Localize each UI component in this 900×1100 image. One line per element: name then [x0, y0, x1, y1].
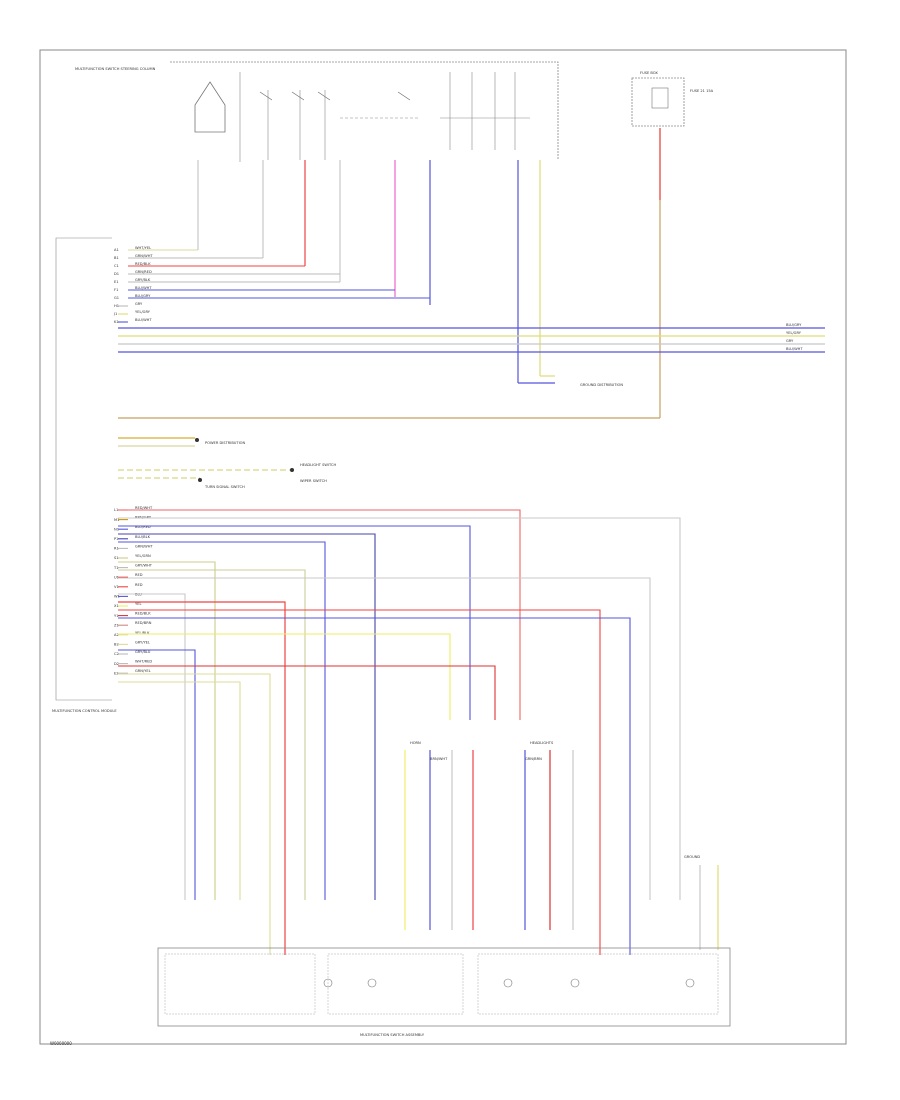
pin-id: Z1 [114, 623, 119, 627]
pin-id: P1 [114, 537, 118, 541]
pin-color-label: BLU/GRY [135, 294, 151, 298]
top-pin-group: A1WHT/YELB1GRN/WHTC1RED/BLKD1GRN/REDE1GR… [113, 246, 430, 324]
right-output-label: GRY [786, 339, 794, 343]
pin-id: E1 [114, 280, 119, 284]
pin-color-label: RED/WHT [135, 506, 153, 510]
pin-color-label: GRN/YEL [135, 669, 151, 673]
pin-id: D1 [114, 272, 119, 276]
pin-color-label: GRY/WHT [135, 564, 153, 568]
fuse-box-label: FUSE BOX [640, 71, 658, 75]
note-power: POWER DISTRIBUTION [205, 441, 245, 445]
right-ground: GROUND [684, 855, 719, 950]
pin-id: J1 [113, 312, 117, 316]
pin-id: W1 [114, 595, 120, 599]
pin-id: N1 [114, 527, 119, 531]
pin-id: C2 [114, 652, 119, 656]
outer-border [39, 49, 847, 1045]
pin-color-label: YEL/GRY [135, 310, 151, 314]
pin-color-label: RED/BLK [135, 612, 151, 616]
pin-color-label: RED/BLK [135, 262, 151, 266]
right-buses [118, 327, 825, 419]
multifunction-switch: MULTIFUNCTION SWITCH STEERING COLUMN [75, 61, 559, 162]
fuse-box: FUSE BOX FUSE 21 15A [631, 71, 714, 127]
pin-color-label: GRY/YEL [135, 640, 150, 644]
pin-color-label: WHT/RED [135, 660, 152, 664]
middle-group: HORN HEADLIGHTS BRN/WHT GRN/BRN [404, 741, 574, 930]
pin-id: V1 [114, 585, 119, 589]
pin-id: S1 [114, 556, 119, 560]
right-output-labels: BLU/GRY YEL/GRY GRY BLU/WHT [786, 323, 803, 351]
pin-color-label: YEL/BLK [135, 631, 150, 635]
note-ground: GROUND DISTRIBUTION [580, 383, 623, 387]
right-output-label: YEL/GRY [786, 331, 802, 335]
pin-color-label: GRN/RED [135, 270, 152, 274]
pin-color-label: YEL/GRN [135, 554, 151, 558]
pin-id: M1 [114, 518, 119, 522]
pin-color-label: GRY [135, 302, 143, 306]
right-output-label: BLU/GRY [786, 323, 802, 327]
pin-id: D2 [114, 662, 119, 666]
note-headlight: HEADLIGHT SWITCH [300, 463, 336, 467]
pin-id: A1 [114, 248, 119, 252]
multifunction-switch-label: MULTIFUNCTION SWITCH STEERING COLUMN [75, 67, 156, 71]
pin-id: X1 [114, 604, 119, 608]
pin-color-label: WHT/YEL [135, 246, 151, 250]
pin-id: Y1 [114, 614, 118, 618]
pin-color-label: RED [135, 583, 143, 587]
pin-color-label: GRY/BLU [135, 650, 151, 654]
right-output-label: BLU/WHT [786, 347, 803, 351]
lower-wires [118, 509, 681, 955]
assembly-label: MULTIFUNCTION SWITCH ASSEMBLY [360, 1033, 425, 1037]
notes: POWER DISTRIBUTION HEADLIGHT SWITCH TURN… [118, 383, 623, 489]
pin-id: G1 [114, 296, 119, 300]
pin-id: L1 [114, 508, 118, 512]
pin-id: B2 [114, 643, 119, 647]
pin-id: C1 [114, 264, 119, 268]
pin-id: R1 [114, 547, 119, 551]
pin-id: F1 [114, 288, 118, 292]
pin-color-label: YEL [135, 602, 141, 606]
pin-id: E2 [114, 671, 119, 675]
ground-label: GROUND [684, 855, 700, 859]
footer-code: W0000000 [50, 1041, 72, 1046]
pin-id: B1 [114, 256, 119, 260]
pin-color-label: GRN/WHT [135, 254, 153, 258]
pin-id: T1 [113, 566, 118, 570]
mid-label-1: BRN/WHT [430, 757, 448, 761]
pin-color-label: GRY/BLK [135, 278, 151, 282]
pin-color-label: GRN/WHT [135, 544, 153, 548]
note-wiper: WIPER SWITCH [300, 479, 327, 483]
group-horn-label: HORN [410, 741, 421, 745]
pin-color-label: RED [135, 573, 143, 577]
pin-color-label: RED/BRN [135, 621, 152, 625]
group-headlights-label: HEADLIGHTS [530, 741, 554, 745]
fuse-box-detail: FUSE 21 15A [690, 89, 714, 93]
pin-id: H1 [114, 304, 119, 308]
note-turn: TURN SIGNAL SWITCH [204, 485, 245, 489]
module-left-bracket [55, 237, 112, 701]
pin-color-label: BLU/RED [135, 525, 151, 529]
pin-id: K1 [114, 320, 119, 324]
mid-label-2: GRN/BRN [525, 757, 542, 761]
switch-drops [197, 128, 661, 418]
assembly-bottom: MULTIFUNCTION SWITCH ASSEMBLY [157, 947, 731, 1037]
pin-id: U1 [114, 575, 119, 579]
pin-color-label: BLU/WHT [135, 286, 152, 290]
pin-color-label: BLU/BLK [135, 535, 151, 539]
pin-color-label: BLU/WHT [135, 318, 152, 322]
pin-id: A2 [114, 633, 119, 637]
module-left-label: MULTIFUNCTION CONTROL MODULE [52, 709, 117, 713]
